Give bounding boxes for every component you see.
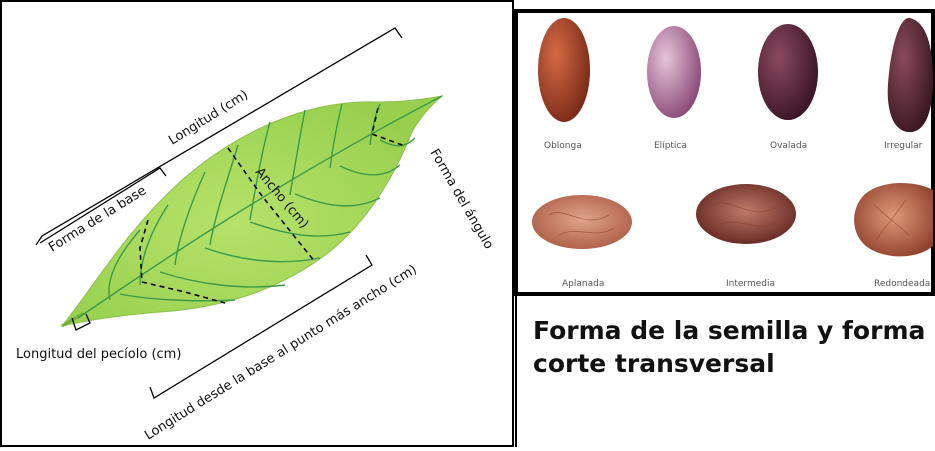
section-flat-image <box>532 195 632 249</box>
seed-elliptic-image <box>647 26 701 118</box>
section-label-aplanada: Aplanada <box>562 279 604 289</box>
seed-label-oblonga: Oblonga <box>544 141 582 151</box>
section-label-intermedia: Intermedia <box>726 279 775 289</box>
caption-line-1: Forma de la semilla y forma <box>533 314 933 347</box>
seed-caption: Forma de la semilla y forma corte transv… <box>533 314 933 380</box>
seed-label-ovalada: Ovalada <box>770 141 807 151</box>
section-label-redondeada: Redondeada <box>874 279 930 289</box>
section-intermediate-image <box>696 184 796 244</box>
seed-oval-image <box>758 24 818 120</box>
seed-label-eliptica: Elíptica <box>654 141 687 151</box>
label-longitud-peciolo: Longitud del pecíolo (cm) <box>16 347 181 362</box>
seed-label-irregular: Irregular <box>884 141 923 151</box>
section-rounded-image <box>854 183 933 256</box>
caption-line-2: corte transversal <box>533 347 933 380</box>
leaf-diagram-svg: Longitud (cm) Forma de la base Ancho (cm… <box>0 0 514 447</box>
seed-oblong-image <box>538 18 590 122</box>
leaf-diagram-panel: Longitud (cm) Forma de la base Ancho (cm… <box>0 0 514 447</box>
